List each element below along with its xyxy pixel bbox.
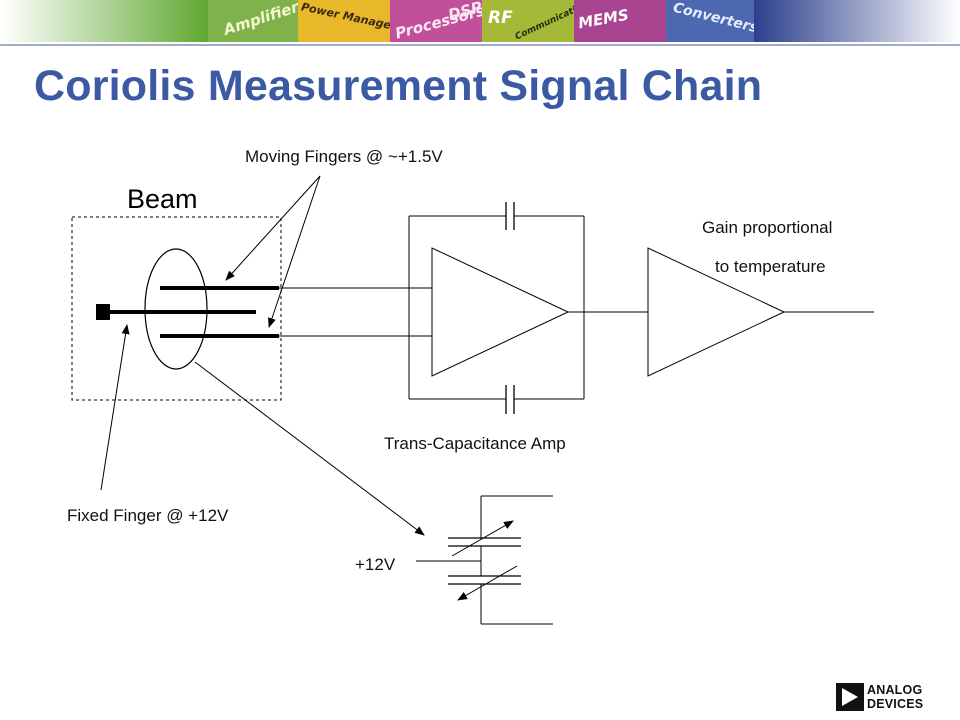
trans-capacitance-amp xyxy=(431,247,570,377)
label-moving-fingers: Moving Fingers @ ~+1.5V xyxy=(245,147,443,166)
banner-tile-converters: Converters xyxy=(666,0,754,42)
beam-outline xyxy=(71,216,282,401)
fixed-finger-anchor xyxy=(96,304,110,320)
analog-devices-logo-mark xyxy=(836,683,864,711)
analog-devices-logo: ANALOG DEVICES xyxy=(836,683,936,713)
label-trans-capacitance-amp: Trans-Capacitance Amp xyxy=(384,434,566,453)
banner-tile-processors: Processors DSP xyxy=(390,0,482,42)
banner-tile-mems: MEMS xyxy=(574,0,666,42)
variable-capacitor-arrow-bottom xyxy=(457,565,518,601)
analog-devices-logo-text: ANALOG DEVICES xyxy=(867,683,924,711)
banner-tile-rf: RF Communications xyxy=(482,0,574,42)
variable-capacitor-arrow-top xyxy=(451,520,514,557)
label-gain-line1: Gain proportional xyxy=(702,218,833,237)
top-banner: Amplifiers Power Management Processors D… xyxy=(0,0,960,46)
gain-amp xyxy=(647,247,786,377)
banner-tile-amplifiers: Amplifiers xyxy=(208,0,298,42)
finger-ellipse xyxy=(144,248,208,370)
label-plus12v: +12V xyxy=(355,555,396,574)
label-fixed-finger: Fixed Finger @ +12V xyxy=(67,506,229,525)
banner-background xyxy=(0,0,960,46)
label-beam: Beam xyxy=(127,184,198,214)
label-gain-line2: to temperature xyxy=(715,257,826,276)
banner-tile-power-management: Power Management xyxy=(298,0,390,42)
page-title: Coriolis Measurement Signal Chain xyxy=(34,62,763,110)
